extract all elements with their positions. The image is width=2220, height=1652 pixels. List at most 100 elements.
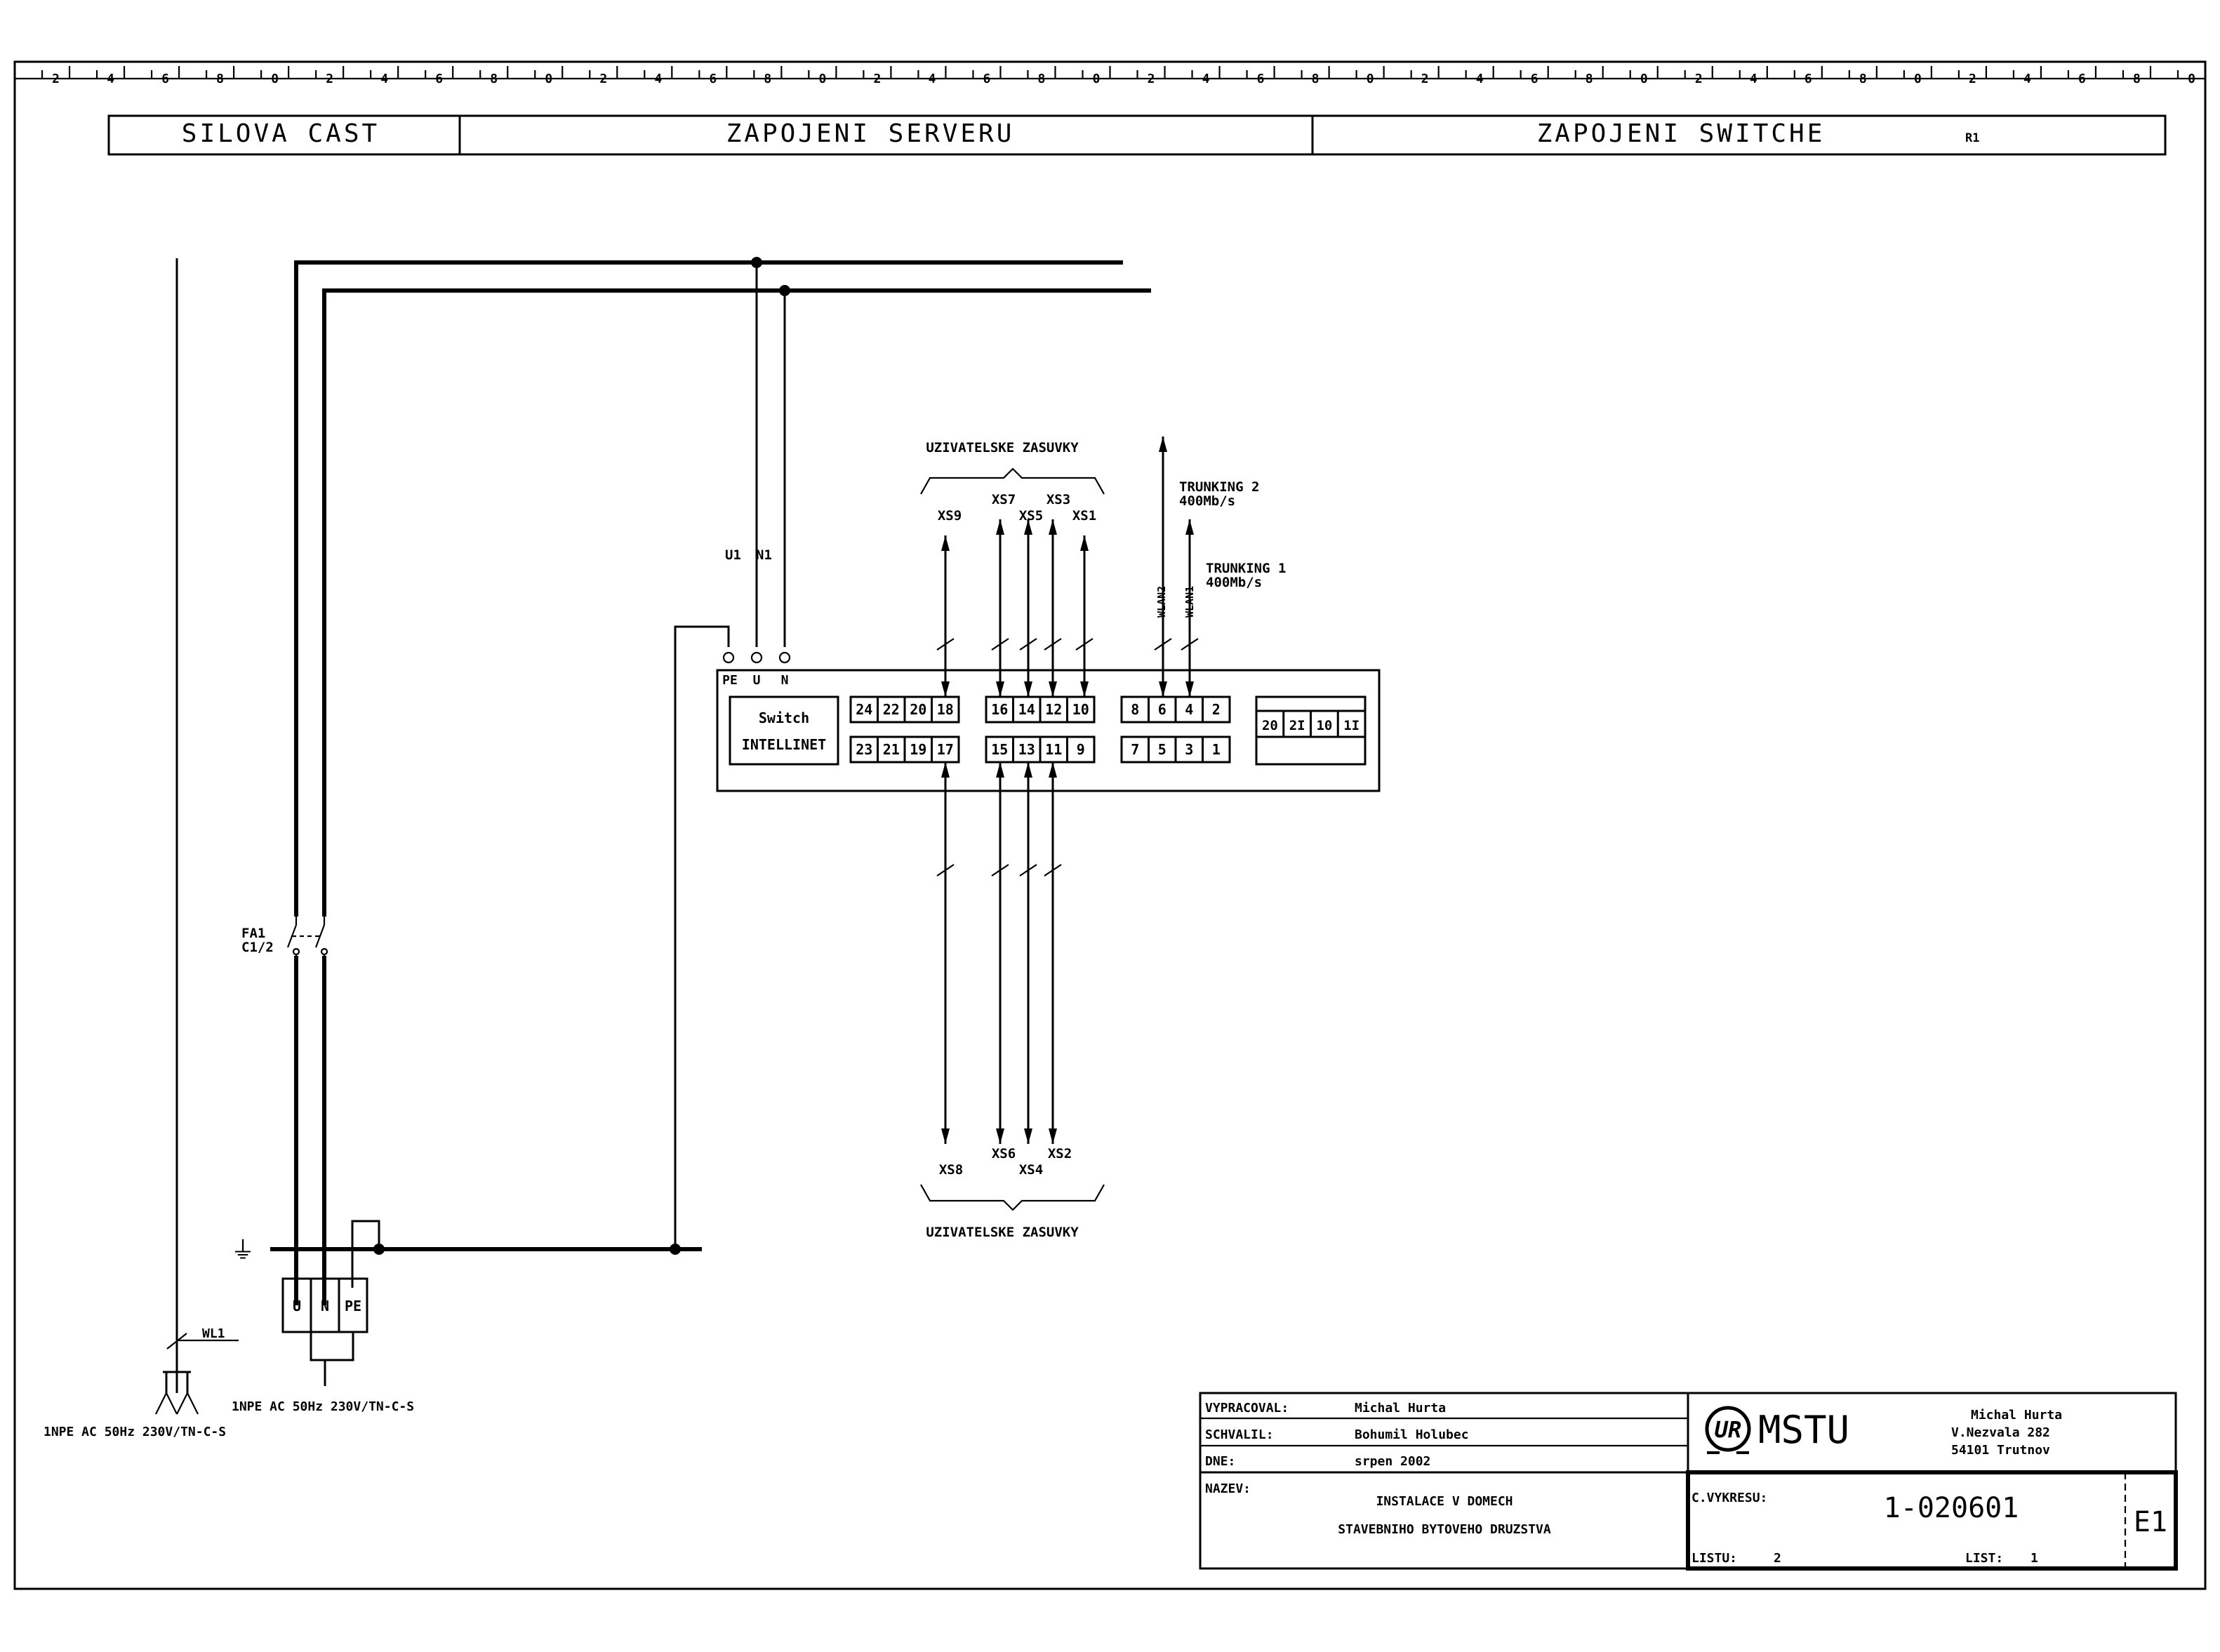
ruler-label: 4 [654, 72, 662, 86]
revision-mark: R1 [1965, 131, 1979, 145]
socket-xs2: XS2 [1048, 1146, 1072, 1161]
drop-cables [936, 437, 1199, 1144]
port-number: 7 [1131, 741, 1139, 758]
module-port: 2I [1289, 718, 1305, 733]
terminal-block [281, 1277, 368, 1333]
ruler-label: 6 [1804, 72, 1812, 86]
ruler-label: 6 [709, 72, 717, 86]
name-line2: STAVEBNIHO BYTOVEHO DRUZSTVA [1338, 1522, 1551, 1537]
switch-port [1066, 735, 1096, 764]
module-port: 10 [1316, 718, 1332, 733]
top-group-label: UZIVATELSKE ZASUVKY [926, 440, 1079, 455]
port-number: 21 [883, 741, 900, 758]
top-brace [920, 467, 1105, 495]
author-city: 54101 Trutnov [1951, 1443, 2050, 1458]
arrow-head [996, 519, 1004, 535]
socket-xs4: XS4 [1019, 1162, 1043, 1178]
port-number: 5 [1158, 741, 1167, 758]
port-number: 8 [1131, 701, 1139, 718]
module-port: 1I [1343, 718, 1360, 733]
ruler-label: 2 [1695, 72, 1703, 86]
cable-slash [936, 638, 955, 651]
breaker-contact-2 [314, 924, 326, 948]
author-name: Michal Hurta [1971, 1408, 2062, 1423]
terminal-u: U [293, 1298, 301, 1314]
ruler-label: 0 [1367, 72, 1374, 86]
ground-icon: ⏚ [231, 1237, 255, 1265]
expansion-module [1255, 695, 1367, 766]
drawing-frame [13, 60, 2207, 1590]
port-number: 6 [1158, 701, 1167, 718]
trunk1-label: TRUNKING 1 [1206, 561, 1286, 576]
port-number: 20 [910, 701, 926, 718]
arrow-head [996, 1128, 1004, 1144]
ruler-label: 2 [873, 72, 881, 86]
pe-junction [670, 1244, 681, 1255]
ruler-label: 0 [1640, 72, 1648, 86]
socket-xs8: XS8 [939, 1162, 963, 1178]
phase-bus [294, 260, 1123, 1305]
trunk1-cable-label: WLAN1 [1183, 586, 1196, 618]
ruler-label: 8 [216, 72, 224, 86]
cable-slash [1019, 638, 1037, 651]
port-number: 1 [1212, 741, 1221, 758]
arrow-head [1080, 681, 1089, 697]
port-number: 11 [1045, 741, 1062, 758]
title-block: VYPRACOVAL: Michal Hurta SCHVALIL: Bohum… [1199, 1392, 2178, 1571]
sheet-label: LIST: [1965, 1551, 2003, 1566]
ruler-label: 0 [1093, 72, 1101, 86]
arrow-head [1024, 519, 1032, 535]
terminal-label-u1: U1 [725, 547, 741, 563]
power-terminal-u-label: U [753, 673, 761, 688]
neutral-bus [322, 288, 1151, 1305]
ruler-label: 4 [107, 72, 114, 86]
breaker-label: FA1 [241, 926, 265, 941]
ruler-label: 2 [52, 72, 60, 86]
ruler-label: 6 [2078, 72, 2086, 86]
arrow-head [941, 762, 950, 778]
cable-slash [991, 864, 1009, 877]
port-number: 14 [1018, 701, 1035, 718]
arrow-head [1049, 681, 1057, 697]
sheet-no: 1 [2030, 1551, 2038, 1566]
name-label: NAZEV: [1205, 1481, 1251, 1496]
arrow-head [996, 762, 1004, 778]
port-number: 13 [1018, 741, 1035, 758]
cable-slash [936, 864, 955, 877]
port-number: 23 [856, 741, 872, 758]
arrow-head [1159, 437, 1167, 452]
switch-label-box [729, 695, 839, 766]
terminal-pe: PE [345, 1298, 361, 1314]
cable-slash [991, 638, 1009, 651]
port-number: 4 [1185, 701, 1193, 718]
arrow-head [1080, 535, 1089, 551]
port-number: 17 [937, 741, 954, 758]
socket-xs5: XS5 [1019, 508, 1043, 524]
port-number: 16 [991, 701, 1008, 718]
socket-xs1: XS1 [1072, 508, 1096, 524]
ruler-label: 8 [1312, 72, 1320, 86]
switch-port [1202, 695, 1231, 724]
ruler-label: 6 [435, 72, 443, 86]
port-number: 10 [1072, 701, 1089, 718]
switch-port [1066, 695, 1096, 724]
socket-xs6: XS6 [992, 1146, 1016, 1161]
module-port: 20 [1262, 718, 1278, 733]
ruler-label: 2 [326, 72, 333, 86]
bottom-group-label: UZIVATELSKE ZASUVKY [926, 1225, 1079, 1240]
ruler-label: 0 [818, 72, 826, 86]
ruler-label: 8 [490, 72, 498, 86]
trunk1-speed: 400Mb/s [1206, 575, 1262, 590]
ruler-label: 8 [764, 72, 771, 86]
drawn-by: Michal Hurta [1355, 1401, 1446, 1415]
ruler-label: 4 [380, 72, 388, 86]
arrow-head [1049, 762, 1057, 778]
company-logo: UR [1705, 1406, 1751, 1454]
arrow-head [1049, 1128, 1057, 1144]
header-section-switch: ZAPOJENI SWITCHE [1537, 119, 1826, 148]
ruler-label: 4 [1750, 72, 1757, 86]
